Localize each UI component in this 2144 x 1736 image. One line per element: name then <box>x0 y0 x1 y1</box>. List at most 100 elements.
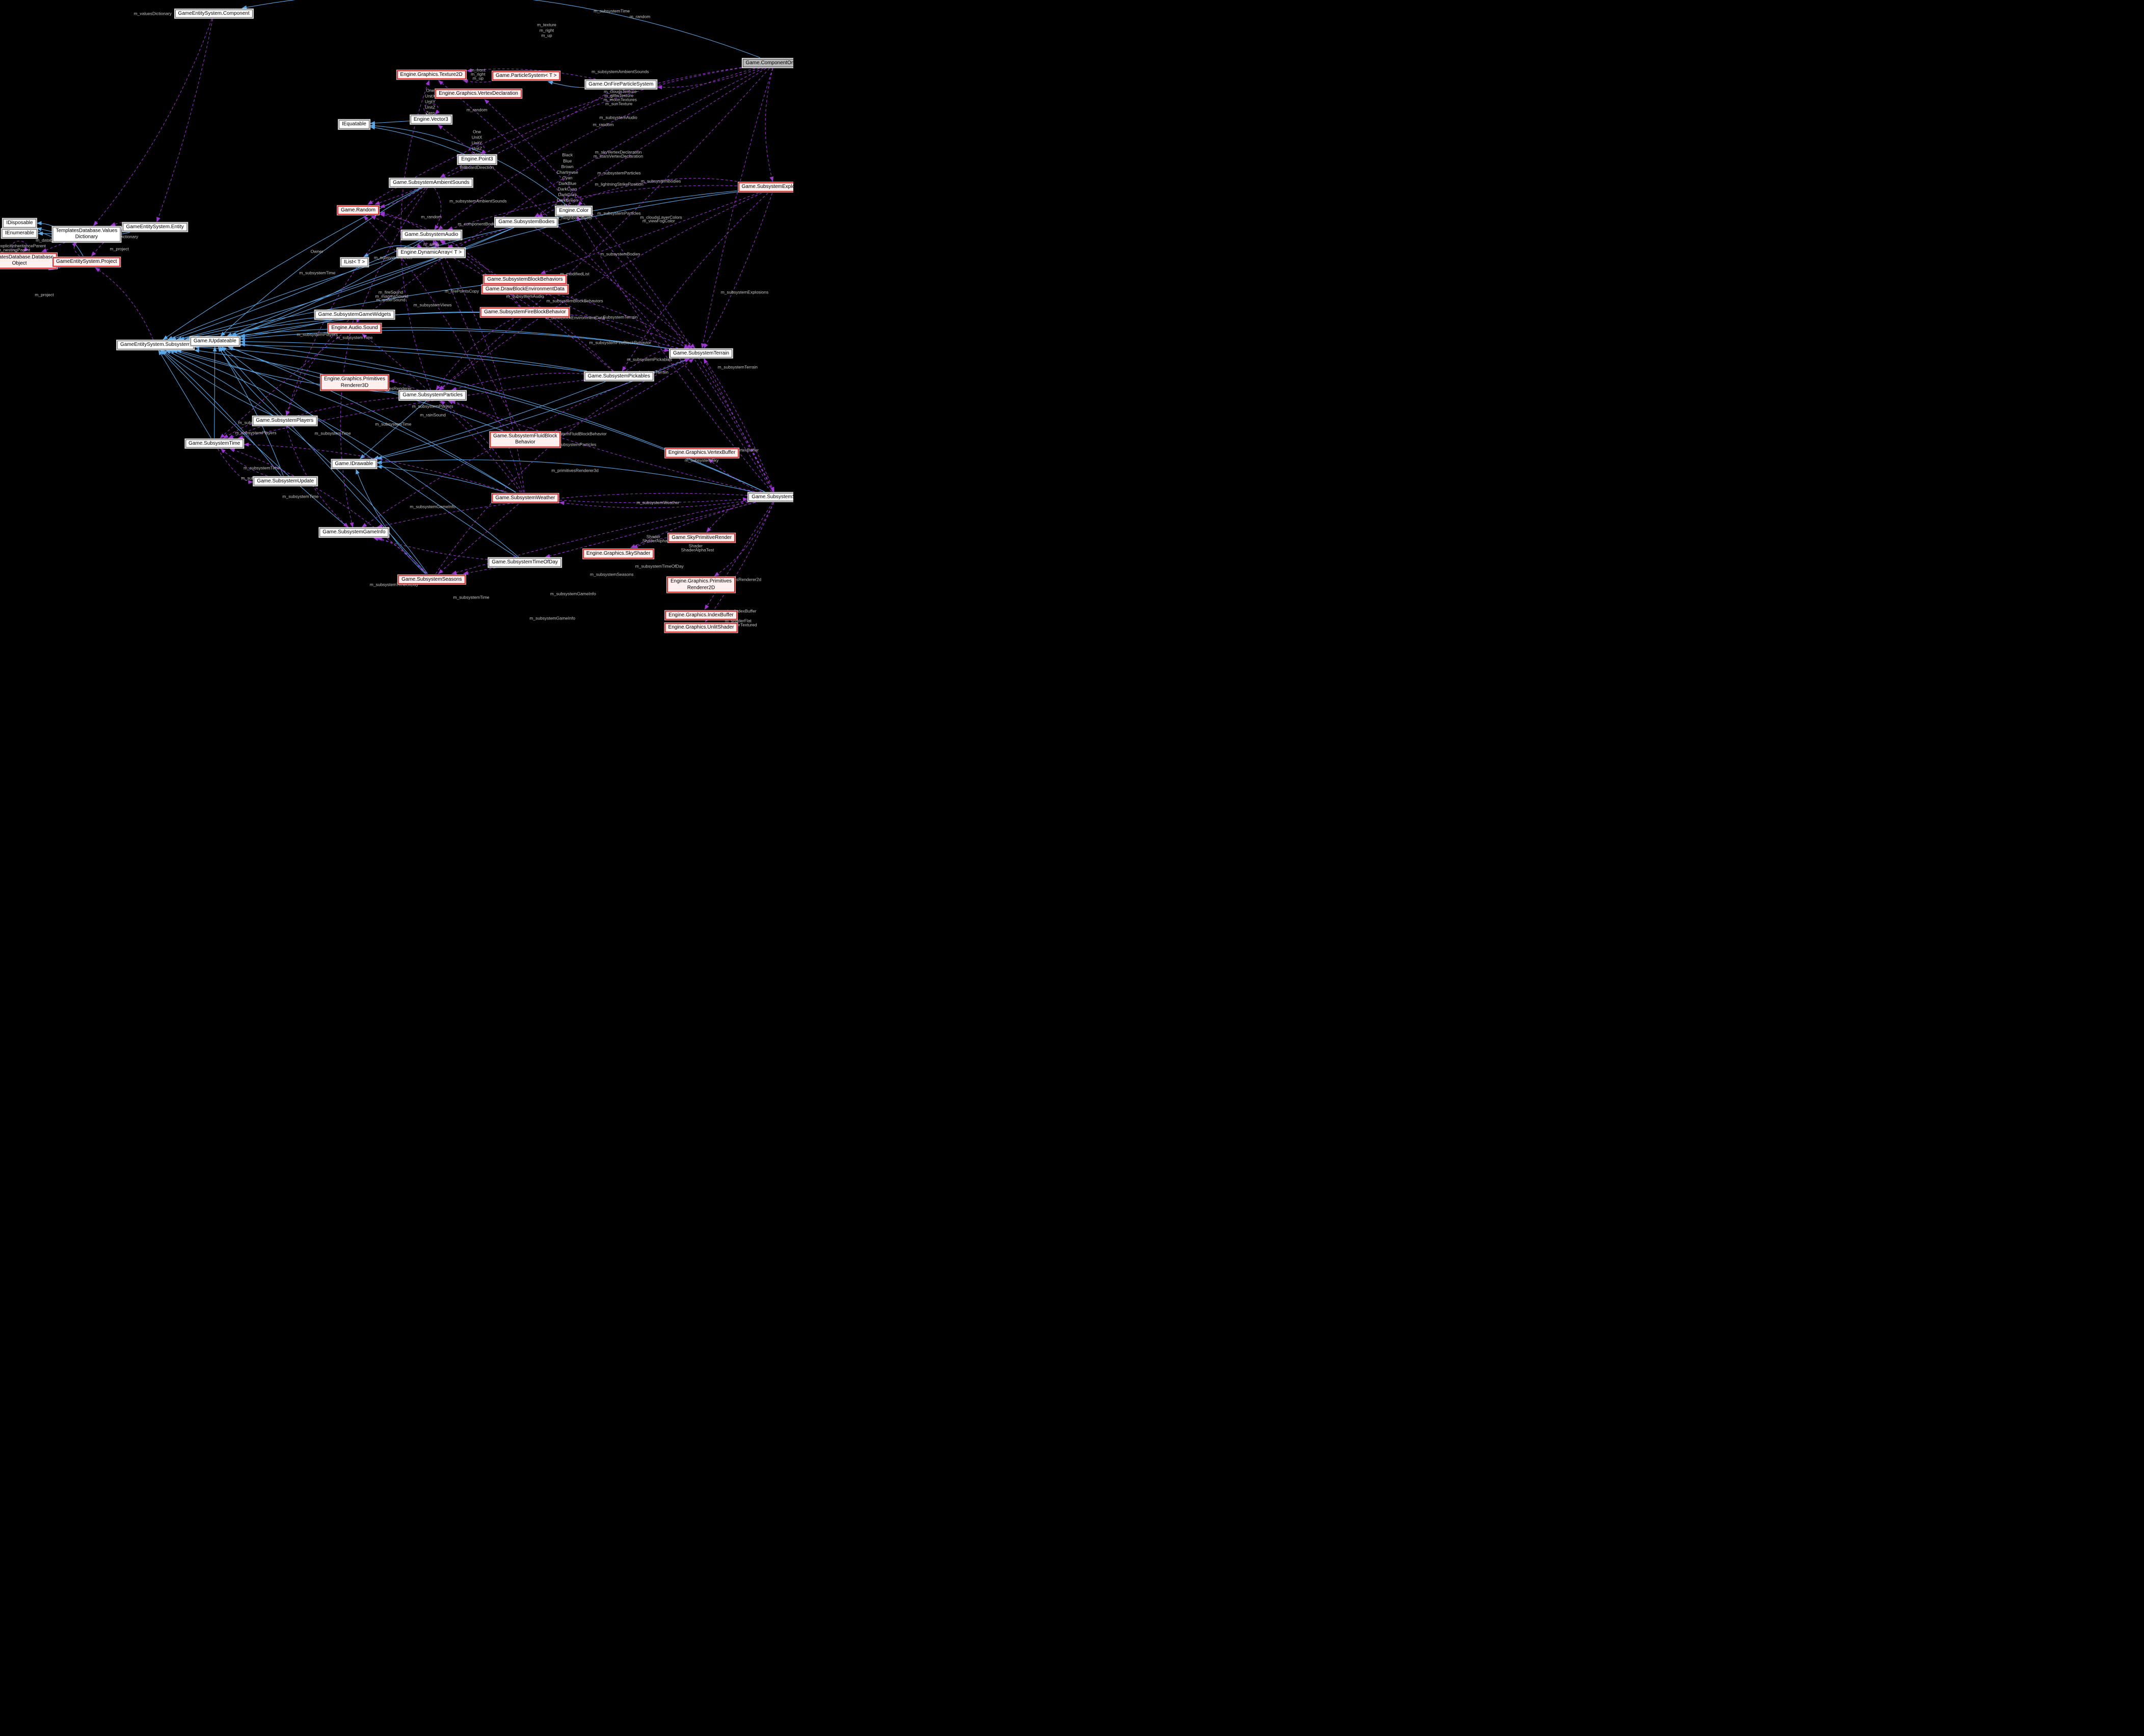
edge-label: One UnitX UnitY UnitZ Zero <box>424 88 436 116</box>
node-fluidbeh[interactable]: Game.SubsystemFluidBlock Behavior <box>490 431 561 448</box>
node-entity[interactable]: GameEntitySystem.Entity <box>123 223 187 232</box>
inheritance-edge <box>169 350 519 558</box>
node-idisp[interactable]: IDisposable <box>3 219 36 228</box>
node-subsystem[interactable]: GameEntitySystem.Subsystem <box>117 340 194 349</box>
edge-label: m_project <box>110 246 129 252</box>
edge-label: m_subsystemPickables <box>627 357 673 362</box>
usage-edge <box>705 502 774 622</box>
node-tex2d[interactable]: Engine.Graphics.Texture2D <box>396 70 466 79</box>
node-blockbeh[interactable]: Game.SubsystemBlockBehaviors <box>484 275 567 284</box>
node-prim3d[interactable]: Engine.Graphics.Primitives Renderer3D <box>320 374 389 391</box>
inheritance-edge <box>161 349 282 476</box>
inheritance-edge <box>172 349 399 394</box>
usage-edge <box>450 400 513 431</box>
node-ienum[interactable]: IEnumerable <box>2 229 37 238</box>
edge-label: m_project <box>35 292 54 297</box>
node-iupd[interactable]: Game.IUpdateable <box>190 337 239 346</box>
node-point3[interactable]: Engine.Point3 <box>458 155 496 164</box>
node-drawenv[interactable]: Game.DrawBlockEnvironmentData <box>481 284 568 294</box>
usage-edge <box>95 267 154 340</box>
usage-edge <box>451 373 584 391</box>
node-gameinfo[interactable]: Game.SubsystemGameInfo <box>319 528 389 537</box>
node-time[interactable]: Game.SubsystemTime <box>185 439 244 448</box>
usage-edge <box>228 397 399 439</box>
node-dbobj[interactable]: TemplatesDatabase.Database Object <box>0 253 58 269</box>
inheritance-edge <box>369 123 568 206</box>
usage-edge <box>12 240 29 252</box>
node-vdecl[interactable]: Engine.Graphics.VertexDeclaration <box>435 89 522 99</box>
node-pickables[interactable]: Game.SubsystemPickables <box>584 372 653 381</box>
usage-edge <box>237 379 584 440</box>
node-project[interactable]: GameEntitySystem.Project <box>52 257 121 267</box>
usage-edge <box>436 318 514 391</box>
edge-label: One UnitX UnitY UnitZ Zero <box>471 129 483 157</box>
node-audio[interactable]: Game.SubsystemAudio <box>401 231 462 239</box>
node-ilist[interactable]: IList< T > <box>340 258 368 266</box>
edge-label: m_texture <box>537 22 556 28</box>
usage-edge <box>377 536 427 574</box>
edge-label: m_subsystemParticles <box>597 170 641 176</box>
node-ambient[interactable]: Game.SubsystemAmbientSounds <box>390 178 473 187</box>
node-skyprim[interactable]: Game.SkyPrimitiveRender <box>668 533 736 543</box>
inheritance-edge <box>231 317 314 337</box>
node-unlit[interactable]: Engine.Graphics.UnlitShader <box>664 622 738 633</box>
node-widgets[interactable]: Game.SubsystemGameWidgets <box>315 310 394 319</box>
usage-edge <box>220 448 267 476</box>
usage-edge <box>374 89 613 205</box>
edge-label: m_drawBlockEnvironmentData <box>545 315 605 320</box>
edge-label: m_random <box>629 14 651 19</box>
usage-edge <box>438 80 774 492</box>
node-comp[interactable]: GameEntitySystem.Component <box>175 9 253 18</box>
node-iequat[interactable]: IEquatable <box>338 120 369 129</box>
node-bodies[interactable]: Game.SubsystemBodies <box>495 218 558 227</box>
edge-label: m_subsystemWeather <box>636 500 680 505</box>
node-onfirecomp[interactable]: Game.ComponentOnFire <box>742 59 793 67</box>
node-onfireps[interactable]: Game.OnFireParticleSystem <box>585 80 657 89</box>
usage-edge <box>220 68 764 439</box>
node-valdict[interactable]: TemplatesDatabase.Values Dictionary <box>52 227 121 242</box>
node-firebeh[interactable]: Game.SubsystemFireBlockBehavior <box>480 308 570 317</box>
edge-label: m_subsystemGameInfo <box>410 504 456 509</box>
node-vbuf[interactable]: Engine.Graphics.VertexBuffer <box>664 448 739 458</box>
node-terrain[interactable]: Game.SubsystemTerrain <box>669 349 733 358</box>
node-players[interactable]: Game.SubsystemPlayers <box>253 416 317 425</box>
node-psys[interactable]: Game.ParticleSystem< T > <box>492 71 560 80</box>
inheritance-edge <box>162 350 273 416</box>
edge-label: m_cloudsLayerColors <box>640 214 682 220</box>
node-vec3[interactable]: Engine.Vector3 <box>410 115 451 124</box>
edge-label: m_shaderTextured <box>721 622 757 628</box>
edge-label: m_starsIndexBuffer <box>719 608 757 614</box>
usage-edge <box>380 211 423 230</box>
edge-label: m_starsVertexDeclaration <box>593 153 644 159</box>
edge-label: m_subsystemBodies <box>641 178 681 184</box>
usage-edge <box>704 502 773 610</box>
usage-edge <box>630 502 756 549</box>
usage-edge <box>545 502 756 558</box>
node-update[interactable]: Game.SubsystemUpdate <box>254 477 317 485</box>
edge-label: PrimitivesRenderer <box>374 386 412 391</box>
usage-edge <box>714 502 774 577</box>
edge-label: m_sunTexture <box>605 101 633 106</box>
node-seasons[interactable]: Game.SubsystemSeasons <box>398 575 466 584</box>
usage-edge <box>557 294 692 348</box>
node-dynarr[interactable]: Engine.DynamicArray< T > <box>397 248 465 257</box>
node-idraw[interactable]: Game.IDrawable <box>332 459 377 469</box>
usage-edge <box>701 68 773 349</box>
node-skyshader[interactable]: Engine.Graphics.SkyShader <box>582 549 654 559</box>
inheritance-edge <box>160 349 348 528</box>
node-prim2d[interactable]: Engine.Graphics.Primitives Renderer2D <box>666 577 736 593</box>
edge-label: m_subsystemTimeOfDay <box>369 582 418 587</box>
node-random[interactable]: Game.Random <box>337 205 379 215</box>
usage-edge <box>555 358 694 431</box>
edge-label: m_subsystemParticles <box>553 442 597 447</box>
node-particles[interactable]: Game.SubsystemParticles <box>399 391 466 400</box>
node-sky[interactable]: Game.SubsystemSky <box>748 493 793 501</box>
node-explosions[interactable]: Game.SubsystemExplosions <box>738 182 793 192</box>
node-color[interactable]: Engine.Color <box>556 207 592 215</box>
node-ibuf[interactable]: Engine.Graphics.IndexBuffer <box>665 610 737 620</box>
usage-edge <box>423 103 440 115</box>
node-weather[interactable]: Game.SubsystemWeather <box>492 493 559 503</box>
node-timeofday[interactable]: Game.SubsystemTimeOfDay <box>489 558 561 567</box>
node-sound[interactable]: Engine.Audio.Sound <box>328 323 382 333</box>
usage-edge <box>377 493 748 528</box>
